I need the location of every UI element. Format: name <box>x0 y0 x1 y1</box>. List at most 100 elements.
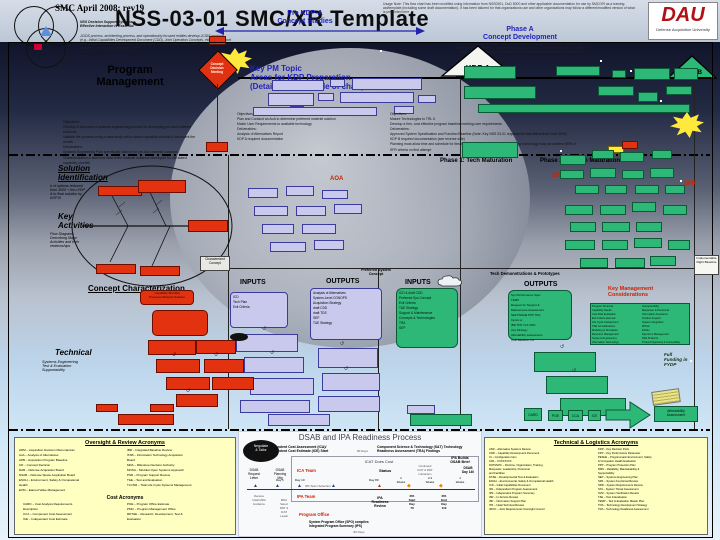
process-box <box>262 224 294 234</box>
vdiv-2 <box>378 268 379 429</box>
list-item: SEP <box>313 316 320 320</box>
inputs-header-left: INPUTS <box>240 279 266 286</box>
ipa-builds-label: IPA Builds DSAB Brief <box>450 456 470 464</box>
day10-label: Day 10 <box>295 478 305 482</box>
list-item: Maintenance Assessment <box>511 308 544 312</box>
fishbone-box <box>140 266 180 276</box>
day80-label: Day 80 <box>369 478 379 482</box>
list-item: Sys Performance Spec <box>511 293 541 297</box>
process-box <box>253 107 377 116</box>
prog-office-label: Program Office <box>299 512 330 517</box>
list-item: results <box>63 140 73 145</box>
affordability-box: Affordability Assessment <box>654 406 698 422</box>
fishbone-box <box>96 264 136 274</box>
ica-team-label: ICA Team <box>297 468 316 473</box>
list-item: PSR – Program Support Review <box>127 473 171 477</box>
list-item: ASR – Alternative Systems Review <box>489 448 531 451</box>
timeline-marker: ▲ <box>377 483 382 489</box>
process-box <box>615 258 645 268</box>
list-item: TEMP <box>511 298 520 302</box>
list-item: SRR – System Requirements Review <box>598 484 643 487</box>
list-item: APB – Acquisition Program Baseline <box>19 458 68 462</box>
list-item: T&E Strategy <box>399 306 418 310</box>
cloud-icon <box>437 275 463 287</box>
iteration-loop-icon: ↺ <box>214 352 219 358</box>
aoa-marker: AOA <box>330 176 344 182</box>
list-item: RMS – Reliability, Maintainability & <box>598 468 640 471</box>
list-item: Interoperability <box>642 305 660 308</box>
list-item: Deliverables: <box>390 127 410 132</box>
timeline-marker: ◆ <box>439 483 443 489</box>
iteration-loop-icon: ↺ <box>262 326 267 332</box>
list-item: KDP – Key Decision Point <box>598 448 630 451</box>
solution-id-title: Solution Identification <box>58 164 108 182</box>
list-item: and Facilities <box>489 472 505 475</box>
list-item: TRA – Technology Readiness Assessment <box>598 508 649 511</box>
process-box <box>666 86 692 95</box>
process-box <box>605 185 627 194</box>
timeline-marker: ▲ <box>331 483 336 489</box>
w4-label: 4 Weeks <box>455 476 465 484</box>
list-item: Spectrum Management <box>642 333 669 336</box>
process-box <box>352 78 422 90</box>
outputs-header-left: OUTPUTS <box>326 278 360 285</box>
vmodel-box <box>166 377 210 390</box>
process-box <box>650 168 674 178</box>
w23-label: 2-3 Weeks <box>425 476 435 484</box>
process-box <box>478 104 690 113</box>
process-box <box>296 206 326 216</box>
process-box <box>240 400 310 413</box>
main-frame <box>8 42 713 538</box>
dsab-day-label: DSAB Day 140 <box>461 466 475 474</box>
list-item: Program Structure <box>592 305 614 308</box>
list-item: IPA – Independent Program Assessment <box>489 488 538 491</box>
process-box <box>150 404 174 412</box>
list-item: draft TDS <box>313 311 327 315</box>
list-item: MOSA – Modular Open Systems Approach <box>127 468 184 472</box>
list-item: JROC – Joint Requirements Oversight Coun… <box>489 508 545 511</box>
process-box <box>268 414 330 426</box>
list-item: ITR – Initial Technical Review <box>489 504 525 507</box>
cost-chain-box: CCA <box>568 410 583 421</box>
process-box <box>340 92 414 103</box>
process-box <box>302 224 336 234</box>
readiness-label: IPA Readiness Review <box>371 496 389 508</box>
process-box <box>322 373 380 391</box>
list-item: SEP – Systems Engineering Plan <box>598 476 638 479</box>
list-item: ICE – Independent Cost Estimate <box>23 517 68 521</box>
concept-characterization-label: Concept Characterization <box>88 284 185 293</box>
list-item: Mature Technologies to TRL 6 <box>390 117 435 122</box>
venn-wedge-red <box>34 44 42 50</box>
process-box <box>602 240 628 250</box>
cost-chain-box: CARD <box>524 408 542 421</box>
list-item: DAB – Defense Acquisition Board <box>19 468 64 472</box>
list-item: CPA – XXXXXXXX <box>489 460 512 463</box>
list-item: STA – System Threat Assessment <box>598 488 639 491</box>
list-item: Cost Risk Evaluation <box>592 313 616 316</box>
sfr-flag-box <box>608 146 624 153</box>
process-box <box>330 79 345 87</box>
list-item: Preferred Sys Concept <box>399 296 432 300</box>
list-item: ISP – Information Support Plan <box>489 500 527 503</box>
list-item: KDP A required documentation <box>237 137 284 142</box>
list-item: Approved System Specification and Functi… <box>390 132 567 137</box>
vdiv-3 <box>460 78 461 429</box>
process-box <box>663 205 687 215</box>
iteration-loop-icon: ↺ <box>560 344 565 350</box>
vmodel-oval <box>230 333 248 341</box>
dau-logo: DAU Defense Acquisition University <box>648 2 718 40</box>
list-item: MDA – Milestone Decision Authority <box>127 463 175 467</box>
dsab-title: DSAB and IPA Readiness Process <box>298 433 422 442</box>
process-box <box>636 222 662 232</box>
process-box <box>418 95 436 103</box>
list-item: T&E – Test & Evaluation <box>598 496 627 499</box>
list-item: CARD – Cost Analysis Requirements <box>23 502 73 506</box>
venn-caption: NSS Decision Support Systems Effective I… <box>80 20 134 29</box>
process-box <box>665 185 685 194</box>
process-box <box>600 205 626 215</box>
